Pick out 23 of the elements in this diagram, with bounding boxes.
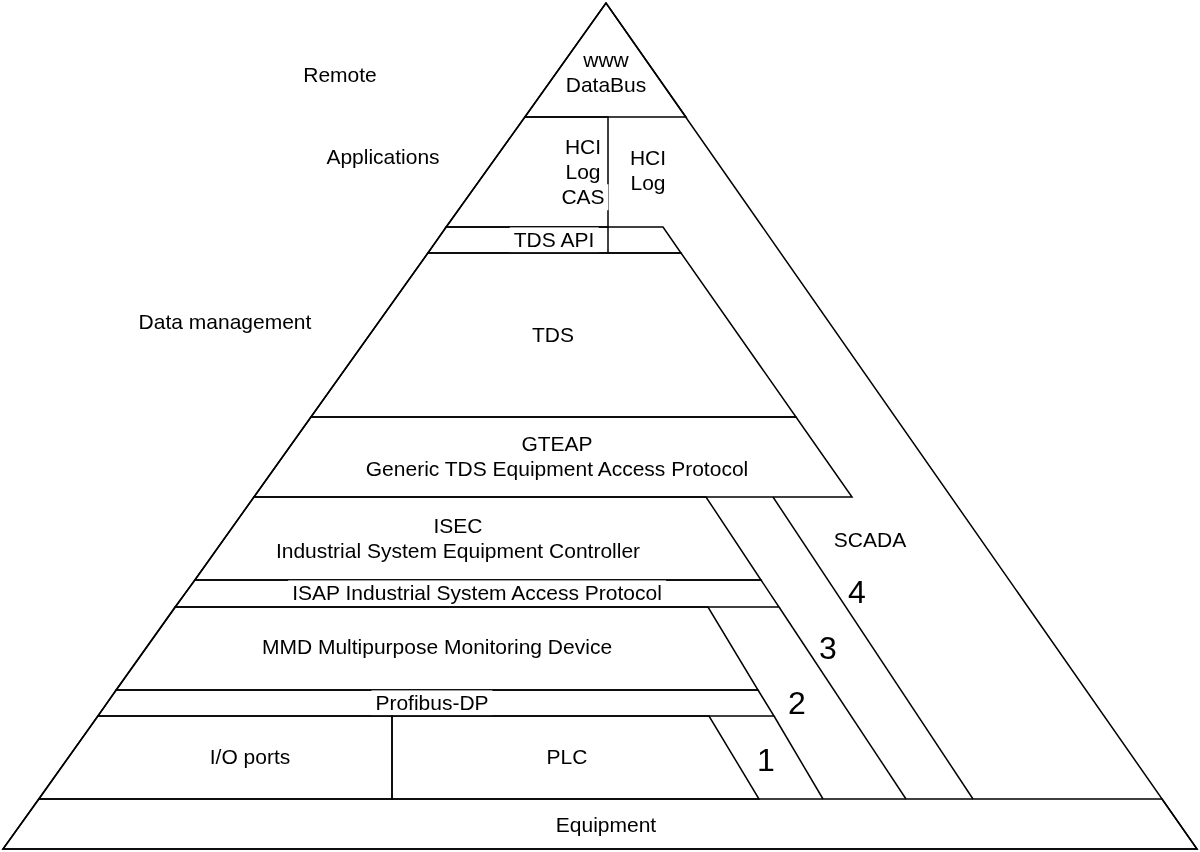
region-label: SCADA bbox=[833, 527, 907, 554]
level-number: 1 bbox=[757, 741, 775, 780]
apex-section bbox=[525, 3, 686, 117]
level-number: 4 bbox=[848, 573, 866, 612]
level-number: 2 bbox=[788, 684, 806, 723]
layer-label: Data management bbox=[138, 309, 312, 336]
level-number: 3 bbox=[819, 629, 837, 668]
layer-box bbox=[392, 716, 759, 799]
layer-box bbox=[39, 716, 392, 799]
layer-band bbox=[116, 607, 758, 690]
layer-text: Profibus-DP bbox=[371, 690, 493, 716]
layer-band bbox=[3, 799, 1197, 849]
layer-band bbox=[175, 580, 779, 607]
layer-label: Applications bbox=[326, 144, 440, 171]
layer-text: ISAP Industrial System Access Protocol bbox=[288, 580, 666, 606]
layer-band bbox=[195, 497, 761, 580]
layer-text: TDS API bbox=[509, 227, 599, 253]
layer-label: Remote bbox=[303, 62, 377, 89]
layer-band bbox=[98, 690, 774, 716]
application-box bbox=[446, 117, 608, 227]
layer-band bbox=[311, 253, 796, 417]
layer-band bbox=[428, 227, 681, 253]
layer-band bbox=[254, 417, 852, 497]
